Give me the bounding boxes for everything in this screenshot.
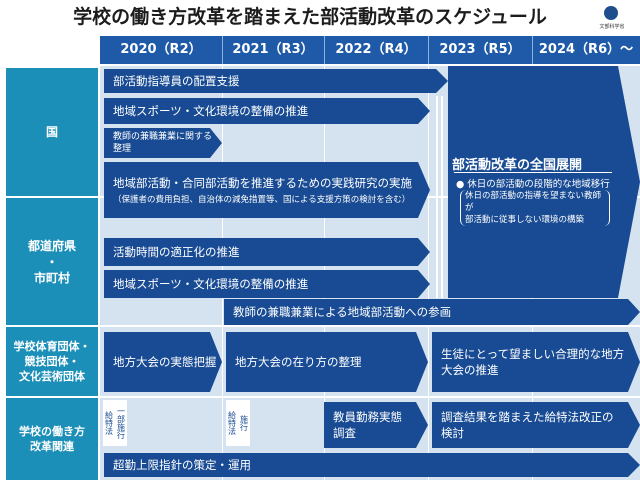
page-title: 学校の働き方改革を踏まえた部活動改革のスケジュール [73, 6, 547, 28]
row-tournament-review: 地方大会の在り方の整理 [226, 332, 428, 392]
category-prefecture-municipality: 都道府県 ・ 市町村 [6, 198, 98, 325]
national-rollout-box [448, 66, 640, 298]
ministry-logo: 文部科学省 [590, 4, 634, 34]
regional-research-sub: （保護者の費用負担、自治体の減免措置等、国による支援方策の検討を含む） [113, 195, 411, 205]
logo-caption: 文部科学省 [599, 24, 625, 30]
row-env-prefecture: 地域スポーツ・文化環境の整備の推進 [104, 270, 430, 298]
kyutoku-label-2: 給特法 [226, 400, 238, 446]
year-header [100, 36, 640, 64]
row-teacher-dual-job: 教師の兼職兼業による地域部活動への参画 [224, 299, 640, 325]
row-advisor-support: 部活動指導員の配置支援 [104, 69, 448, 93]
row-regional-research: 地域部活動・合同部活動を推進するための実践研究の実施 （保護者の費用負担、自治体… [104, 162, 430, 218]
national-rollout-note: 休日の部活動の指導を望まない教師が 部活動に従事しない環境の構築 [460, 190, 610, 226]
national-rollout-bullet: ● 休日の部活動の段階的な地域移行 [456, 179, 610, 190]
row-dual-job-study: 教師の兼職兼業に関する 整理 [104, 128, 222, 158]
national-rollout-title: 部活動改革の全国展開 [452, 158, 583, 173]
row-tournament-promotion: 生徒にとって望ましい合理的な地方 大会の推進 [432, 332, 640, 392]
regional-research-label: 地域部活動・合同部活動を推進するための実践研究の実施 [113, 176, 412, 190]
row-env-national: 地域スポーツ・文化環境の整備の推進 [104, 98, 430, 124]
kyutoku-label-1: 給特法 [103, 400, 115, 446]
ministry-emblem-icon [604, 6, 618, 20]
category-national: 国 [6, 68, 98, 196]
row-tournament-survey: 地方大会の実態把握 [104, 332, 222, 392]
category-sports-organizations: 学校体育団体・ 競技団体・ 文化芸術団体 [6, 327, 98, 396]
row-law-revision: 調査結果を踏まえた給特法改正の 検討 [432, 402, 640, 448]
row-overtime-limit: 超勤上限指針の策定・運用 [104, 453, 640, 477]
year-2020: 2020（R2） [120, 42, 202, 57]
category-work-reform: 学校の働き方 改革関連 [6, 398, 98, 480]
year-2024: 2024（R6）～ [538, 42, 634, 57]
kyutoku-impl: 施行 [238, 400, 250, 446]
row-activity-time: 活動時間の適正化の推進 [104, 238, 430, 266]
row-work-survey: 教員勤務実態 調査 [324, 402, 428, 448]
year-2022: 2022（R4） [335, 42, 417, 57]
kyutoku-partial-impl: 一部施行 [115, 400, 127, 446]
year-2023: 2023（R5） [439, 42, 521, 57]
year-2021: 2021（R3） [232, 42, 314, 57]
